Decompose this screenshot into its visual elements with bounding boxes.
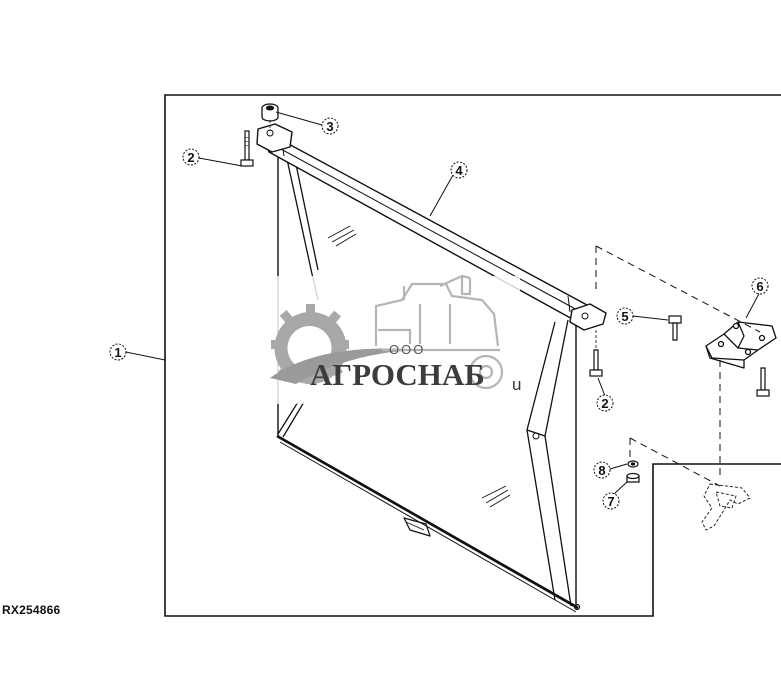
nut-part bbox=[626, 460, 640, 483]
svg-text:5: 5 bbox=[621, 309, 628, 324]
callout-7: 7 bbox=[602, 492, 620, 510]
svg-text:4: 4 bbox=[455, 163, 463, 178]
callout-8: 8 bbox=[593, 461, 611, 479]
svg-text:7: 7 bbox=[607, 494, 614, 509]
harvester-icon bbox=[374, 274, 504, 390]
drawing-id-label: RX254866 bbox=[2, 603, 61, 617]
callout-1: 1 bbox=[109, 343, 127, 361]
callout-5: 5 bbox=[616, 307, 634, 325]
leader-lines bbox=[198, 111, 762, 495]
leader-1 bbox=[125, 351, 166, 361]
svg-text:8: 8 bbox=[598, 463, 605, 478]
phantom-mount-part bbox=[701, 483, 751, 531]
svg-text:2: 2 bbox=[601, 396, 608, 411]
swoosh-mark bbox=[270, 348, 420, 384]
callout-6: 6 bbox=[751, 277, 769, 295]
bolt-part-mid bbox=[589, 349, 603, 377]
callout-3: 3 bbox=[321, 117, 339, 135]
bolt-part-right bbox=[756, 367, 770, 397]
svg-text:6: 6 bbox=[756, 279, 763, 294]
bolt-part-top bbox=[240, 130, 254, 167]
callout-2-mid: 2 bbox=[596, 394, 614, 412]
watermark-company: АГРОСНАБ bbox=[310, 357, 485, 392]
watermark-prefix: ООО bbox=[389, 342, 425, 357]
bushing-part bbox=[261, 103, 279, 122]
svg-text:3: 3 bbox=[326, 119, 333, 134]
assembly-outline bbox=[164, 94, 781, 617]
watermark: ООО АГРОСНАБ u bbox=[245, 274, 521, 404]
svg-text:2: 2 bbox=[187, 150, 194, 165]
watermark-suffix: u bbox=[512, 375, 521, 394]
bracket-part bbox=[705, 321, 777, 369]
svg-text:1: 1 bbox=[114, 345, 121, 360]
callout-2-top: 2 bbox=[182, 148, 200, 166]
callout-4: 4 bbox=[450, 161, 468, 179]
bolt-part-5 bbox=[668, 315, 682, 341]
assembly-dash-lines bbox=[595, 245, 761, 487]
